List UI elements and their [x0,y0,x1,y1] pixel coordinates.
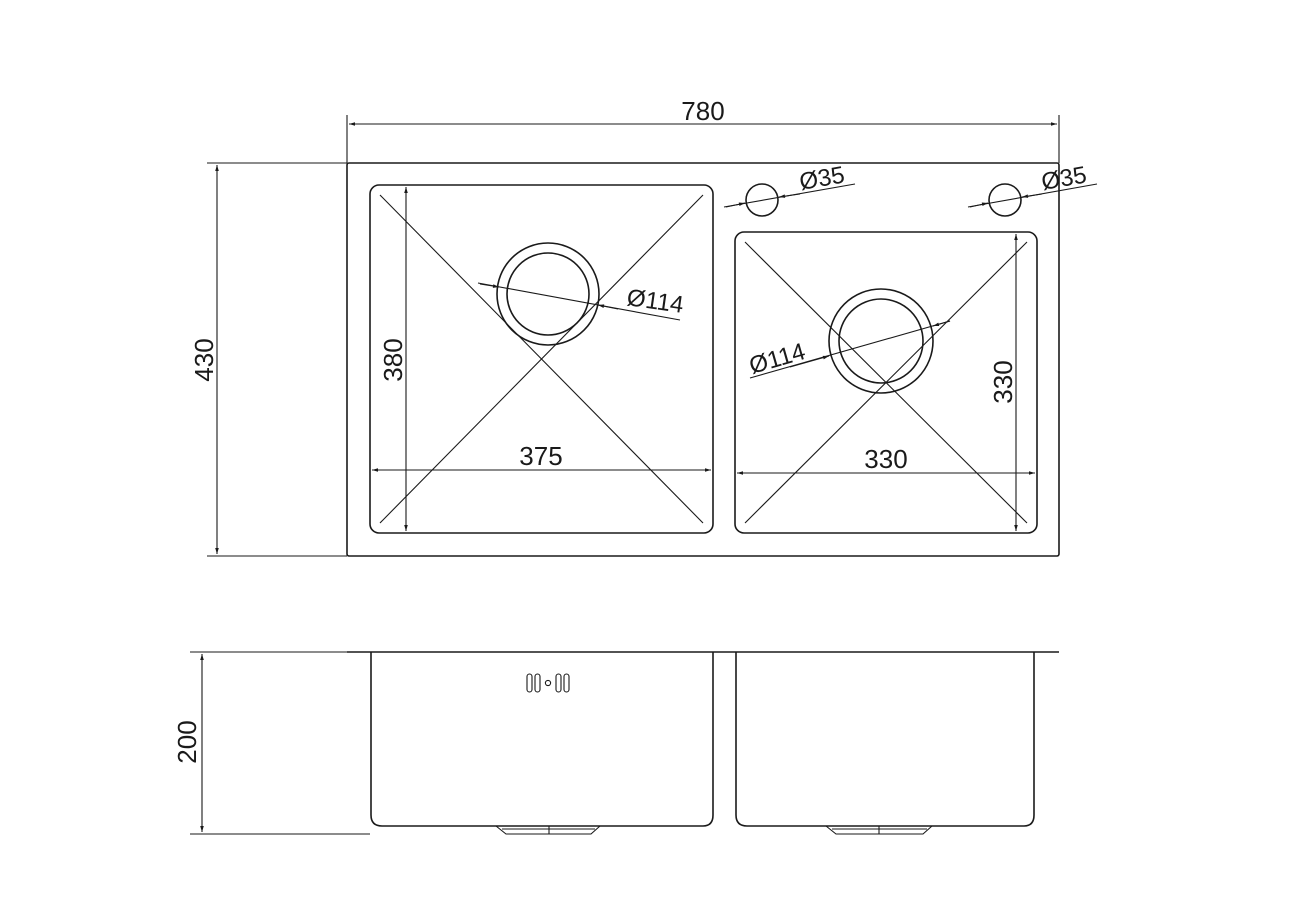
left-bowl-length-dimension: 380 [378,187,408,531]
front-view: 200 [172,651,1059,835]
overall-width-label: 780 [681,96,724,126]
left-drain-basket [495,825,601,835]
right-bowl-length-dimension: 330 [988,234,1018,531]
tap-hole-1-label: Ø35 [797,161,846,195]
left-bowl-width-dimension: 375 [372,441,711,472]
tap-hole-1: Ø35 [723,161,856,217]
left-bowl-outline [369,184,714,534]
sink-outline [346,162,1060,557]
right-bowl-width-label: 330 [864,444,907,474]
bowl-height-label: 200 [172,720,202,763]
right-drain-dimension: Ø114 [746,320,951,380]
overall-depth-dimension: 430 [189,162,347,557]
tap-hole-2-label: Ø35 [1039,161,1088,195]
left-bowl-profile [370,652,714,835]
right-bowl: Ø114 330 330 [734,231,1038,534]
left-drain [496,242,600,346]
right-bowl-length-label: 330 [988,360,1018,403]
bowl-height-dimension: 200 [172,651,370,835]
left-drain-label: Ø114 [625,284,685,319]
left-bowl-width-label: 375 [519,441,562,471]
tap-hole-2: Ø35 [967,161,1098,217]
left-bowl: Ø114 380 375 [369,184,714,534]
right-drain-label: Ø114 [746,338,808,380]
overall-depth-label: 430 [189,338,219,381]
top-view: 780 430 Ø114 [189,96,1098,557]
overflow-slots [526,673,570,693]
right-drain [828,288,934,394]
right-drain-basket [825,825,933,835]
left-bowl-length-label: 380 [378,338,408,381]
right-bowl-profile [735,652,1035,835]
right-bowl-width-dimension: 330 [737,444,1035,475]
right-bowl-outline [734,231,1038,534]
left-drain-dimension: Ø114 [477,282,685,321]
overall-width-dimension: 780 [346,96,1060,163]
